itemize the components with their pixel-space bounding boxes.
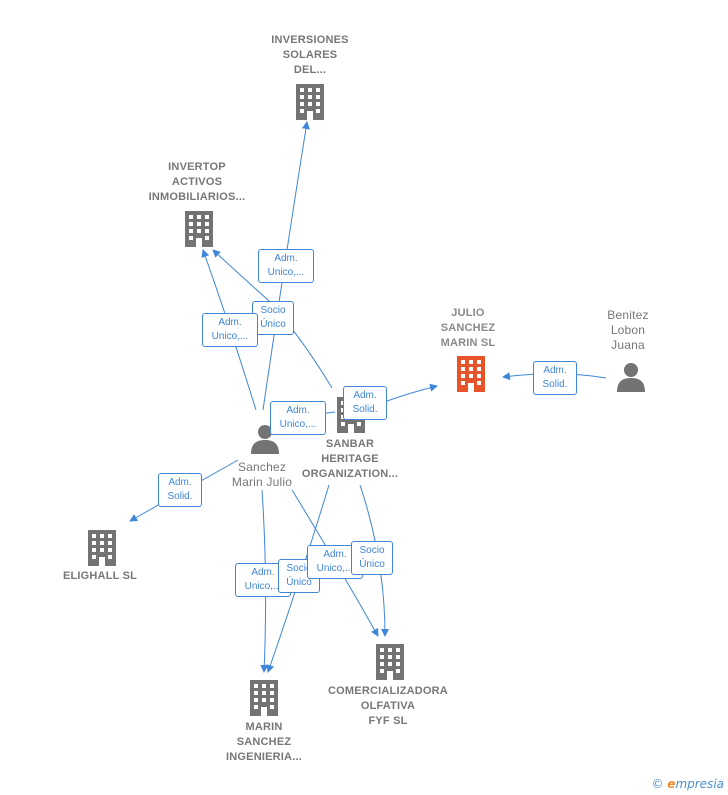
edge-label-socio-comer[interactable]: Socio Único (351, 541, 393, 575)
edge-sanchez-invertop-2 (212, 249, 269, 301)
copyright-symbol: © (651, 777, 664, 791)
comercializadora-building-icon[interactable] (376, 644, 404, 680)
benitez-person-icon[interactable] (617, 363, 645, 392)
edge-label-socio-invertop[interactable]: Socio Único (252, 301, 294, 335)
node-label-sanbar[interactable]: SANBAR HERITAGE ORGANIZATION... (301, 438, 399, 480)
node-label-inversiones[interactable]: INVERSIONES SOLARES DEL... (271, 34, 349, 76)
node-label-comercializadora[interactable]: COMERCIALIZADORA OLFATIVA FYF SL (328, 685, 448, 727)
edge-label-adm-solid-julio[interactable]: Adm. Solid. (343, 386, 387, 420)
node-label-sanchez[interactable]: Sanchez Marin Julio (231, 460, 293, 489)
elighall-building-icon[interactable] (88, 530, 116, 566)
brand-initial: e (667, 777, 676, 791)
inversiones-building-icon[interactable] (296, 84, 324, 120)
marin-ing-building-icon[interactable] (250, 680, 278, 716)
edge-label-adm-sanbar[interactable]: Adm. Unico,... (270, 401, 326, 435)
edge-label-adm-inversiones[interactable]: Adm. Unico,... (258, 249, 314, 283)
node-label-marin-ing[interactable]: MARIN SANCHEZ INGENIERIA... (226, 721, 302, 763)
node-label-julio-sl[interactable]: JULIO SANCHEZ MARIN SL (440, 307, 496, 349)
empresia-logo: © empresia (651, 777, 724, 791)
edge-label-adm-invertop[interactable]: Adm. Unico,... (202, 313, 258, 347)
node-label-invertop[interactable]: INVERTOP ACTIVOS INMOBILIARIOS... (148, 161, 246, 203)
edge-label-adm-solid-elighall[interactable]: Adm. Solid. (158, 473, 202, 507)
node-label-elighall[interactable]: ELIGHALL SL (62, 570, 138, 582)
brand-name: mpresia (675, 777, 724, 791)
node-label-benitez[interactable]: Benitez Lobon Juana (607, 308, 649, 352)
edge-label-adm-solid-benitez[interactable]: Adm. Solid. (533, 361, 577, 395)
invertop-building-icon[interactable] (185, 211, 213, 247)
julio-sl-building-icon[interactable] (457, 356, 485, 392)
